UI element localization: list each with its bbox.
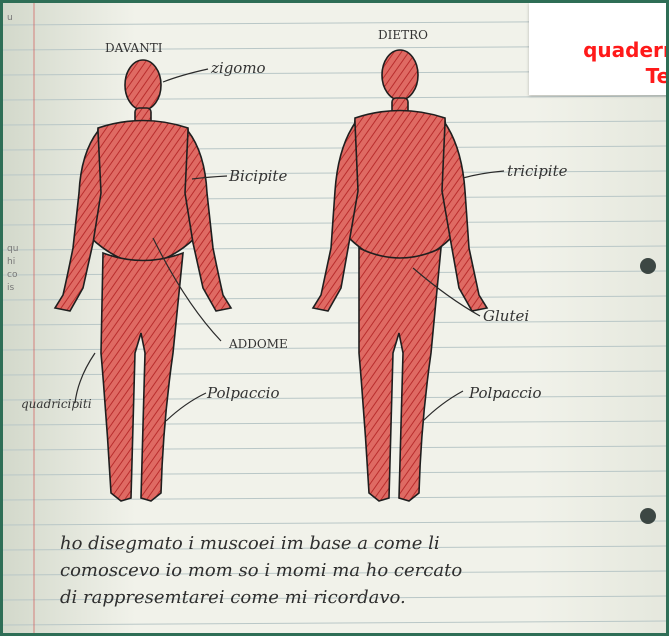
- margin-scribble: qu hi co is: [7, 243, 27, 295]
- label-polpaccio-back: Polpaccio: [469, 384, 542, 402]
- source-note-line: Teresa: [539, 63, 669, 89]
- leader-line: [423, 391, 463, 421]
- label-addome: ADDOME: [229, 337, 288, 351]
- label-quadricipiti: quadricipiti: [21, 397, 92, 411]
- leader-line: [166, 393, 206, 421]
- source-note-line: quaderno di: [539, 37, 669, 63]
- front-view-title: DAVANTI: [105, 41, 162, 55]
- note-line: di rappresemtarei come mi ricordavo.: [60, 584, 669, 611]
- leader-line: [463, 171, 504, 178]
- notebook-paper: DAVANTI DIETRO zigomo Bicipite ADDOME qu…: [3, 3, 666, 633]
- source-note-text: dal quaderno di Teresa: [539, 11, 669, 89]
- label-polpaccio-front: Polpaccio: [207, 384, 280, 402]
- leader-line: [75, 353, 95, 403]
- back-body-figure: [313, 50, 487, 501]
- label-glutei: Glutei: [483, 307, 529, 325]
- label-tricipite: tricipite: [507, 162, 568, 180]
- note-line: comoscevo io mom so i momi ma ho cercato: [60, 557, 669, 584]
- label-zigomo: zigomo: [211, 59, 266, 77]
- label-bicipite: Bicipite: [229, 167, 287, 185]
- back-view-title: DIETRO: [378, 28, 428, 42]
- note-line: ho disegmato i muscoei im base a come li: [60, 530, 669, 557]
- front-body-figure: [55, 60, 231, 501]
- handwritten-note: ho disegmato i muscoei im base a come li…: [60, 530, 669, 611]
- leader-line: [163, 69, 208, 82]
- source-note-card: dal quaderno di Teresa: [529, 3, 669, 95]
- margin-scribble: u: [7, 13, 13, 23]
- source-note-line: dal: [539, 11, 669, 37]
